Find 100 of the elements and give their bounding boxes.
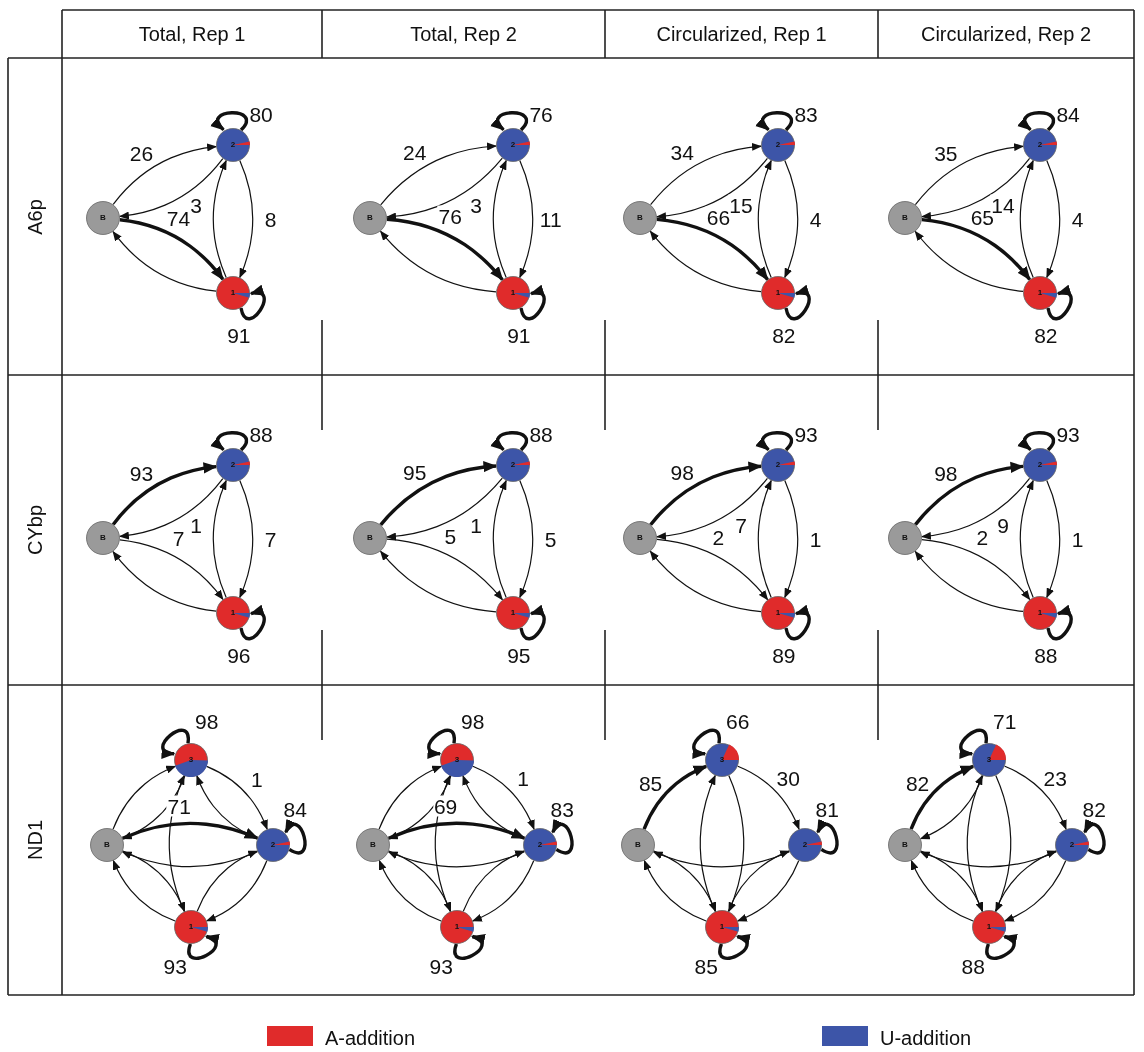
arrow [471, 860, 535, 922]
arrow [909, 764, 975, 830]
pie-chart-node [356, 828, 390, 862]
node-label: 2 [1037, 141, 1043, 149]
node-label: 2 [802, 841, 808, 849]
arrow [914, 461, 1025, 526]
legend-label: A-addition [325, 1028, 416, 1048]
arrow [649, 550, 762, 613]
node-label: B [367, 214, 373, 222]
edge-label: 93 [162, 955, 188, 977]
self-loop-arrow [784, 606, 811, 641]
arrow [388, 850, 452, 913]
node-label: 2 [775, 461, 781, 469]
arrow [757, 159, 772, 278]
arrow [386, 477, 503, 541]
pie-chart-node [174, 910, 208, 944]
arrow [112, 143, 218, 205]
self-loop-arrow [490, 431, 529, 452]
self-loop-arrow [958, 728, 988, 758]
arrow [205, 860, 268, 922]
arrow [921, 217, 1032, 281]
self-loop-arrow [551, 818, 574, 855]
arrow [112, 550, 217, 612]
arrow [919, 851, 1057, 868]
self-loop-arrow [1017, 111, 1056, 132]
arrow [387, 821, 526, 840]
arrow [121, 821, 259, 840]
self-loop-arrow [210, 431, 249, 452]
legend-label: U-addition [880, 1028, 972, 1048]
arrow [649, 230, 762, 293]
arrow [737, 765, 800, 831]
edge-label: 76 [437, 205, 463, 227]
self-loop-arrow [691, 728, 721, 758]
arrow [112, 765, 177, 830]
arrow [919, 775, 984, 840]
node-label: B [104, 841, 110, 849]
arrow [462, 850, 526, 912]
node-label: 2 [270, 841, 276, 849]
edge-label: 85 [693, 955, 719, 977]
arrow [1019, 479, 1034, 598]
arrow [650, 143, 762, 206]
self-loop-arrow [284, 818, 307, 855]
self-loop-arrow [426, 728, 456, 758]
edge-label: 14 [990, 194, 1016, 216]
self-loop-arrow [519, 286, 546, 321]
arrow [472, 765, 535, 831]
arrow [643, 859, 707, 922]
self-loop-arrow [1046, 606, 1073, 641]
node-label: B [100, 214, 106, 222]
arrow [212, 159, 227, 278]
node-label: 2 [1069, 841, 1075, 849]
self-loop-arrow [490, 111, 529, 132]
node-label: B [635, 841, 641, 849]
arrow [386, 157, 503, 221]
pie-chart-node [705, 743, 739, 777]
pie-chart-node [1023, 276, 1057, 310]
arrow [206, 765, 268, 830]
pie-chart-node [90, 828, 124, 862]
arrow [492, 159, 507, 278]
pie-chart-node [496, 276, 530, 310]
arrow [656, 477, 768, 540]
node-label: B [902, 841, 908, 849]
arrow [119, 218, 225, 281]
arrow [122, 850, 186, 913]
self-loop-arrow [1083, 818, 1106, 855]
arrow [910, 859, 974, 922]
pie-chart-node [623, 201, 657, 235]
pie-chart-node [761, 448, 795, 482]
arrow [920, 157, 1031, 220]
self-loop-arrow [816, 818, 839, 855]
arrow [656, 157, 768, 220]
arrow [921, 539, 1031, 601]
arrow [784, 160, 799, 279]
arrow [379, 550, 497, 613]
pie-chart-node [440, 910, 474, 944]
arrow [1003, 860, 1067, 922]
node-label: 1 [986, 923, 992, 931]
pie-chart-node [1023, 448, 1057, 482]
edge-label: 15 [728, 194, 754, 216]
node-label: 2 [1037, 461, 1043, 469]
arrow [649, 461, 763, 526]
arrow [378, 859, 442, 922]
arrow [1004, 765, 1067, 831]
node-label: B [637, 534, 643, 542]
self-loop-arrow [755, 431, 794, 452]
arrow [1046, 160, 1061, 279]
arrow [728, 775, 745, 913]
node-label: 2 [230, 141, 236, 149]
node-label: 2 [510, 461, 516, 469]
pie-chart-node [888, 521, 922, 555]
self-loop-arrow [187, 934, 221, 960]
pie-chart-node [353, 201, 387, 235]
column-header: Circularized, Rep 1 [656, 24, 827, 44]
arrow [380, 142, 497, 206]
arrow [699, 774, 716, 912]
arrow [994, 850, 1058, 912]
node-label: 3 [188, 756, 194, 764]
arrow [519, 160, 534, 279]
pie-chart-node [1055, 828, 1089, 862]
node-label: 1 [510, 609, 516, 617]
